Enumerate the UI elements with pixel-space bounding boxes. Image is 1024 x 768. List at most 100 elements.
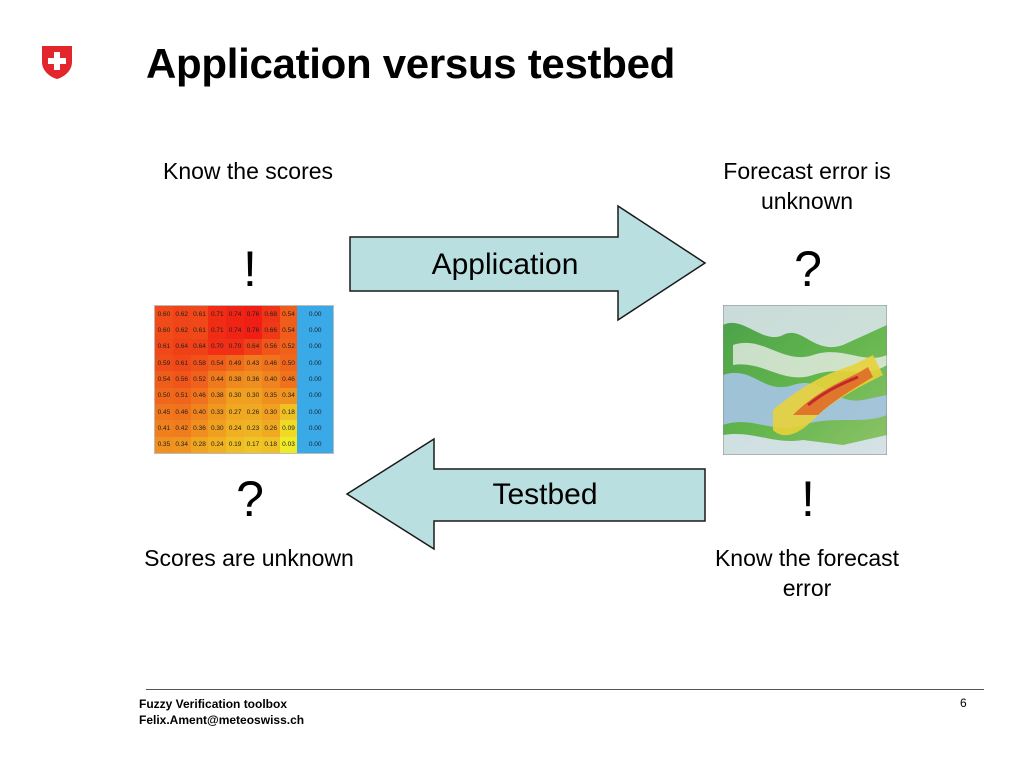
score-cell: 0.35 [261,387,280,404]
score-cell: 0.24 [208,436,227,453]
score-cell: 0.56 [261,338,280,355]
score-cell: 0.54 [279,306,298,323]
score-cell: 0.74 [226,322,244,339]
score-cell: 0.54 [155,371,173,388]
score-cell: 0.70 [226,338,244,355]
score-cell: 0.50 [155,387,173,404]
score-cell: 0.62 [172,306,191,323]
score-cell: 0.18 [261,436,280,453]
score-cell: 0.68 [261,306,280,323]
score-cell: 0.76 [243,306,262,323]
score-cell: 0.60 [155,306,173,323]
left-top-label: Know the scores [162,158,334,184]
score-cell: 0.00 [297,436,333,453]
score-cell: 0.38 [226,371,244,388]
left-top-mark: ! [243,241,257,297]
score-cell: 0.54 [208,355,227,372]
score-cell: 0.40 [261,371,280,388]
right-top-label: Forecast error is unknown [723,158,891,214]
score-cell: 0.60 [155,322,173,339]
score-cell: 0.17 [243,436,262,453]
score-cell: 0.30 [208,420,227,437]
score-cell: 0.23 [243,420,262,437]
score-cell: 0.46 [261,355,280,372]
score-cell: 0.24 [226,420,244,437]
score-cell: 0.30 [261,404,280,421]
score-cell: 0.66 [261,322,280,339]
score-cell: 0.30 [243,387,262,404]
footer-divider [146,689,984,690]
score-cell: 0.64 [243,338,262,355]
score-cell: 0.44 [208,371,227,388]
score-cell: 0.76 [243,322,262,339]
score-cell: 0.58 [190,355,209,372]
footer-text: Fuzzy Verification toolbox Felix.Ament@m… [139,696,304,728]
score-cell: 0.52 [279,338,298,355]
score-cell: 0.27 [226,404,244,421]
score-cell: 0.00 [297,338,333,355]
score-cell: 0.00 [297,355,333,372]
score-cell: 0.26 [261,420,280,437]
score-cell: 0.00 [297,420,333,437]
score-cell: 0.64 [172,338,191,355]
score-cell: 0.74 [226,306,244,323]
testbed-arrow-label: Testbed [492,478,598,511]
page-number: 6 [960,696,967,710]
testbed-arrow [345,437,706,551]
score-cell: 0.54 [279,322,298,339]
right-bottom-mark: ! [801,471,815,527]
score-cell: 0.38 [208,387,227,404]
score-cell: 0.35 [155,436,173,453]
score-cell: 0.46 [190,387,209,404]
score-cell: 0.71 [208,306,227,323]
score-cell: 0.50 [279,355,298,372]
score-cell: 0.09 [279,420,298,437]
score-cell: 0.19 [226,436,244,453]
left-bottom-mark: ? [236,471,264,527]
right-top-mark: ? [794,241,822,297]
score-cell: 0.45 [155,404,173,421]
score-cell: 0.56 [172,371,191,388]
score-cell: 0.00 [297,404,333,421]
footer-line-2: Felix.Ament@meteoswiss.ch [139,713,305,727]
score-cell: 0.36 [243,371,262,388]
application-arrow-label: Application [431,248,579,281]
forecast-radar-image [723,305,887,455]
score-cell: 0.62 [172,322,191,339]
score-cell: 0.30 [226,387,244,404]
score-cell: 0.49 [226,355,244,372]
score-cell: 0.51 [172,387,191,404]
score-cell: 0.18 [279,404,298,421]
score-cell: 0.70 [208,338,227,355]
score-cell: 0.46 [172,404,191,421]
score-cell: 0.36 [190,420,209,437]
score-cell: 0.26 [243,404,262,421]
swiss-cross-icon [42,46,72,79]
application-arrow [349,204,707,322]
score-cell: 0.40 [190,404,209,421]
score-cell: 0.28 [190,436,209,453]
score-cell: 0.00 [297,306,333,323]
score-cell: 0.43 [243,355,262,372]
score-cell: 0.00 [297,322,333,339]
left-bottom-label: Scores are unknown [144,545,354,571]
score-cell: 0.34 [172,436,191,453]
score-cell: 0.61 [190,306,209,323]
score-cell: 0.42 [172,420,191,437]
score-cell: 0.46 [279,371,298,388]
score-cell: 0.03 [279,436,298,453]
score-cell: 0.34 [279,387,298,404]
score-cell: 0.41 [155,420,173,437]
footer-line-1: Fuzzy Verification toolbox [139,697,288,711]
score-cell: 0.71 [208,322,227,339]
score-cell: 0.33 [208,404,227,421]
slide-title: Application versus testbed [146,40,675,87]
score-cell: 0.64 [190,338,209,355]
score-cell: 0.00 [297,371,333,388]
right-bottom-label: Know the forecast error [714,545,900,601]
score-cell: 0.61 [172,355,191,372]
score-cell: 0.61 [155,338,173,355]
score-cell: 0.00 [297,387,333,404]
score-cell: 0.59 [155,355,173,372]
